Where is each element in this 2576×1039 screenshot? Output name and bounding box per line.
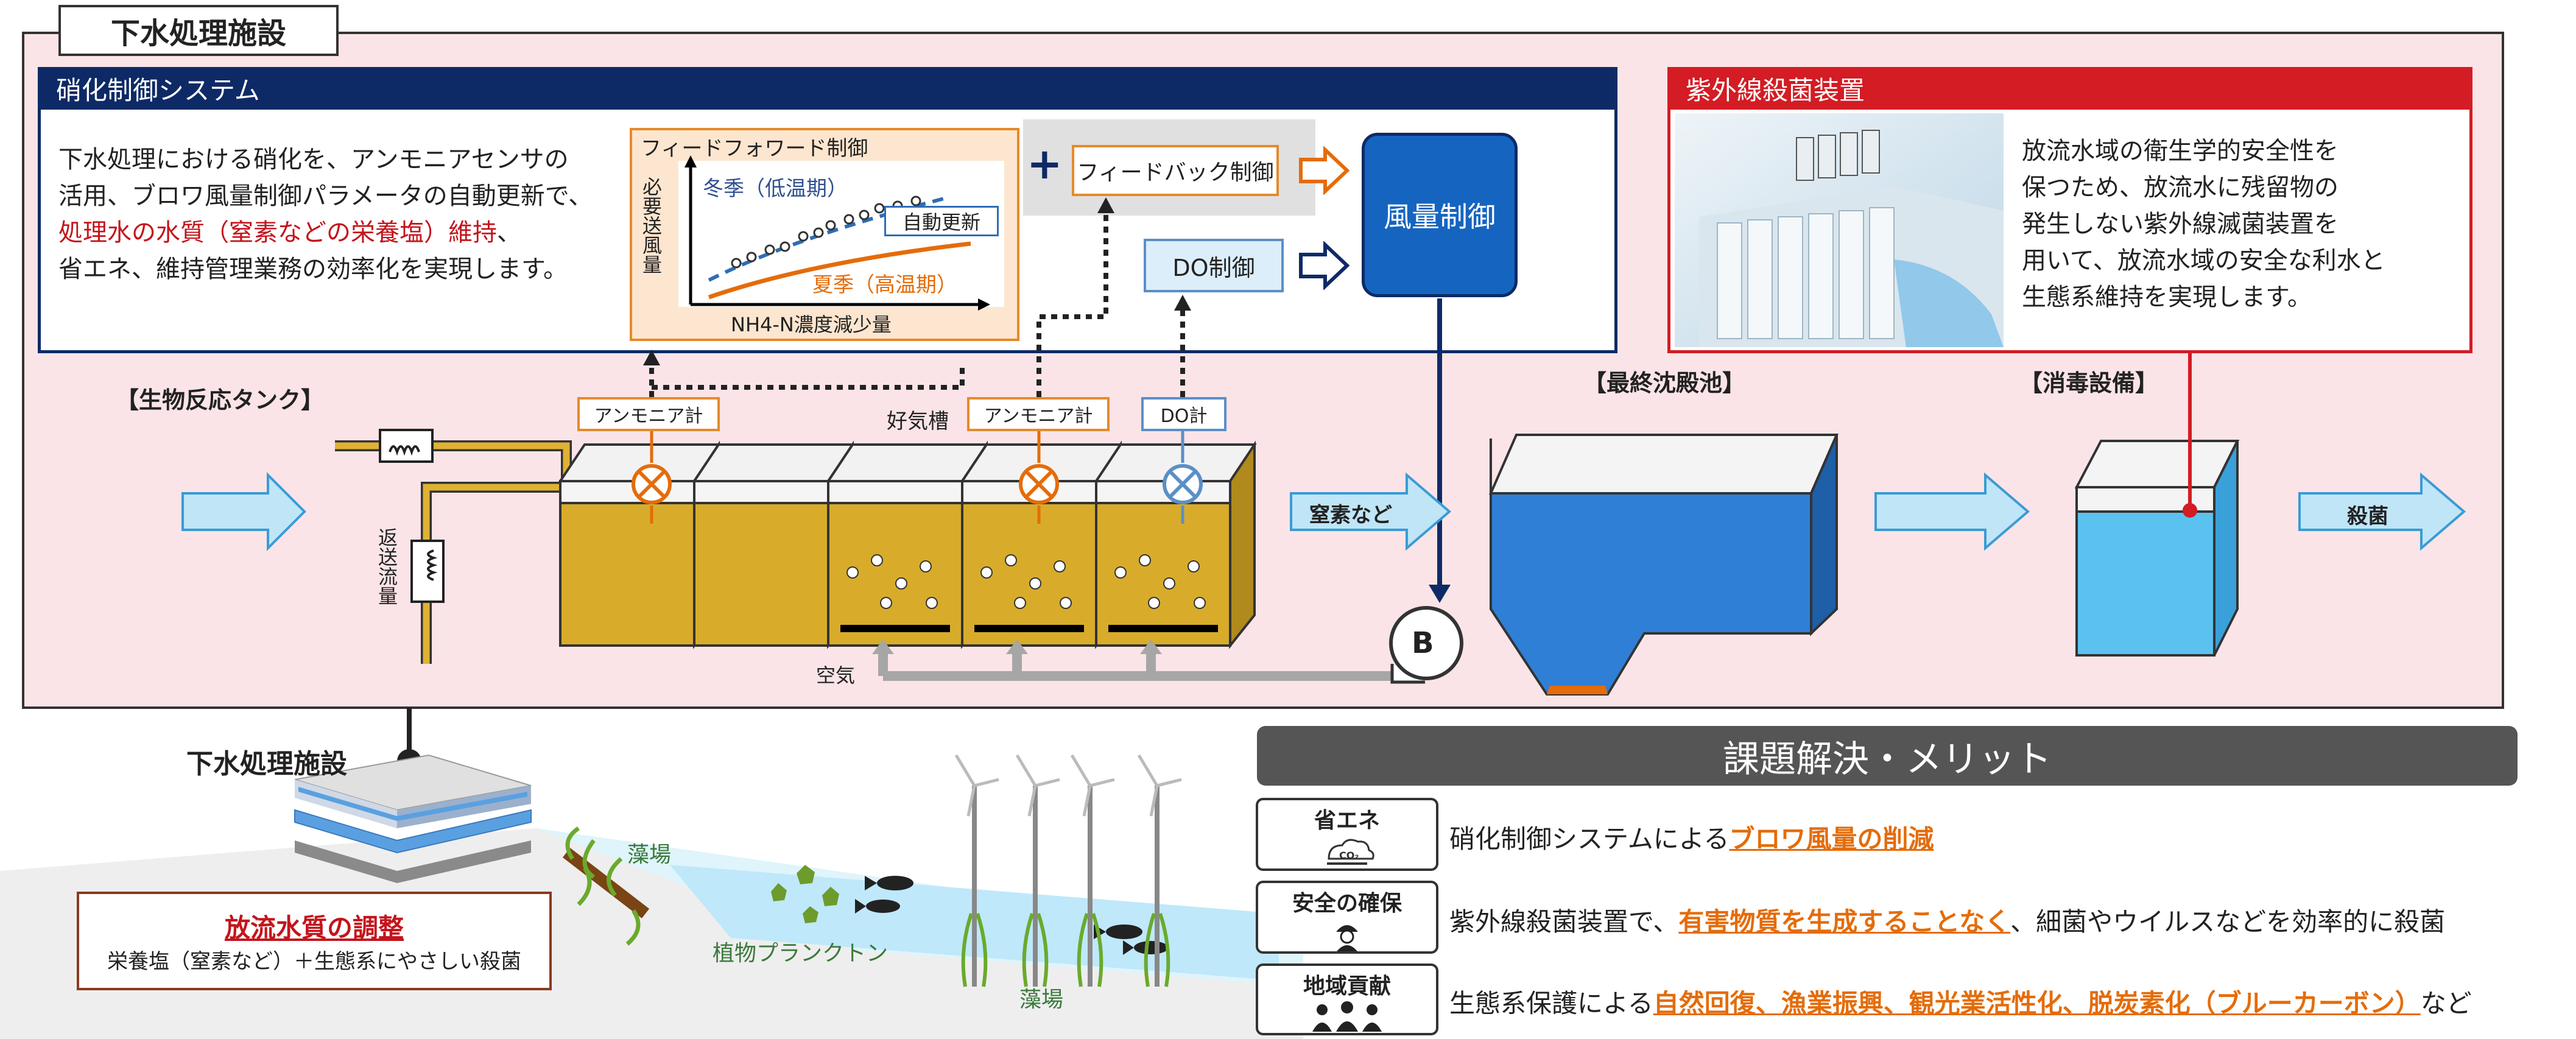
uv-line: 用いて、放流水域の安全な利水と — [2022, 247, 2385, 275]
sterilization-label: 殺菌 — [2347, 504, 2388, 529]
benefit-pre: 生態系保護による — [1449, 988, 1653, 1018]
benefit-em: 自然回復、漁業振興、観光業活性化、脱炭素化（ブルーカーボン） — [1653, 988, 2421, 1018]
nitrogen-label: 窒素など — [1309, 503, 1392, 527]
feedback-arrow-icon — [1299, 146, 1350, 195]
do-meter: DO計 — [1141, 397, 1226, 431]
desc-line: 処理水の水質（窒素などの栄養塩）維持、 — [58, 214, 593, 251]
benefit-tag-community: 地域貢献 — [1256, 963, 1438, 1035]
benefit-text-community: 生態系保護による自然回復、漁業振興、観光業活性化、脱炭素化（ブルーカーボン）など — [1449, 983, 2472, 1020]
uv-line: 放流水域の衛生学的安全性を — [2022, 137, 2338, 165]
do-arrow-icon — [1299, 241, 1350, 290]
airflow-control-box: 風量制御 — [1362, 133, 1518, 297]
aerobic-tank-label: 好気槽 — [887, 409, 949, 434]
benefit-pre: 硝化制御システムによる — [1449, 824, 1730, 854]
plankton-label: 植物プランクトン — [713, 941, 889, 966]
uv-header: 紫外線殺菌装置 — [1667, 67, 2472, 110]
uv-line: 生態系維持を実現します。 — [2022, 283, 2312, 311]
benefit-tag-energy: 省エネ CO₂ — [1256, 798, 1438, 871]
uv-line: 発生しない紫外線滅菌装置を — [2022, 210, 2338, 238]
reaction-tanks — [558, 440, 1257, 649]
ammonia-meter-2: アンモニア計 — [967, 397, 1110, 431]
facility-label: 下水処理施設 — [186, 748, 347, 780]
worker-icon — [1336, 925, 1358, 951]
desc-line: 活用、ブロワ風量制御パラメータの自動更新で、 — [58, 182, 593, 210]
final-sedimentation-label: 【最終沈殿池】 — [1583, 370, 1746, 396]
benefit-em: ブロワ風量の削減 — [1729, 824, 1934, 854]
water-quality-title: 放流水質の調整 — [224, 913, 404, 943]
ff-auto-update: 自動更新 — [884, 206, 999, 236]
benefit-text-energy: 硝化制御システムによるブロワ風量の削減 — [1449, 819, 1934, 856]
seaweed-label-1: 藻場 — [627, 842, 672, 867]
people-icon — [1312, 1001, 1382, 1032]
co2-icon: CO₂ — [1327, 839, 1374, 865]
desc-line: 下水処理における硝化を、アンモニアセンサの — [58, 146, 569, 174]
feedback-box: フィードバック制御 — [1072, 145, 1279, 196]
uv-line: 保つため、放流水に残留物の — [2022, 174, 2338, 202]
bio-tank-label: 【生物反応タンク】 — [116, 387, 325, 414]
plus-sign: + — [1027, 139, 1063, 189]
desc-line: 省エネ、維持管理業務の効率化を実現します。 — [58, 255, 568, 283]
ff-ylabel: 必要送風量 — [639, 177, 663, 274]
ff-summer-label: 夏季（高温期） — [812, 273, 957, 297]
uv-device-image — [1675, 113, 2004, 347]
air-label: 空気 — [816, 664, 856, 687]
benefit-tag-safety: 安全の確保 — [1256, 881, 1438, 954]
ff-xlabel: NH4-N濃度減少量 — [731, 313, 892, 336]
benefit-tag: 安全の確保 — [1292, 891, 1402, 916]
seaweed-label-2: 藻場 — [1019, 987, 1064, 1012]
ff-winter-label: 冬季（低温期） — [703, 177, 848, 201]
blower-icon: B — [1412, 626, 1434, 660]
co2-text: CO₂ — [1339, 850, 1359, 861]
water-quality-sub: 栄養塩（窒素など）＋生態系にやさしい殺菌 — [107, 949, 521, 974]
disinfection-label: 【消毒設備】 — [2019, 370, 2159, 396]
feedforward-title: フィードフォワード制御 — [641, 136, 868, 161]
desc-tail: 、 — [497, 219, 521, 247]
summer-curve — [708, 241, 971, 300]
ammonia-meter-1: アンモニア計 — [577, 397, 720, 431]
benefit-pre: 紫外線殺菌装置で、 — [1449, 907, 1679, 937]
uv-desc: 放流水域の衛生学的安全性を 保つため、放流水に残留物の 発生しない紫外線滅菌装置… — [2022, 133, 2385, 315]
do-control-box: DO制御 — [1144, 239, 1284, 292]
benefit-text-safety: 紫外線殺菌装置で、有害物質を生成することなく、細菌やウイルスなどを効率的に殺菌 — [1449, 901, 2445, 939]
water-quality-box: 放流水質の調整 栄養塩（窒素など）＋生態系にやさしい殺菌 — [77, 892, 552, 990]
nitrification-header: 硝化制御システム — [38, 67, 1617, 110]
benefit-tag: 省エネ — [1314, 808, 1380, 833]
benefit-em: 有害物質を生成することなく — [1678, 907, 2011, 937]
facility-title: 下水処理施設 — [58, 5, 339, 56]
desc-highlight: 処理水の水質（窒素などの栄養塩）維持 — [58, 219, 497, 247]
benefits-header: 課題解決・メリット — [1257, 726, 2518, 786]
return-flow-label: 返送流量 — [375, 527, 398, 605]
nitrification-desc: 下水処理における硝化を、アンモニアセンサの 活用、ブロワ風量制御パラメータの自動… — [58, 141, 593, 287]
benefit-post: など — [2420, 988, 2472, 1018]
benefit-post: 、細菌やウイルスなどを効率的に殺菌 — [2010, 907, 2446, 937]
benefit-tag: 地域貢献 — [1303, 974, 1391, 999]
